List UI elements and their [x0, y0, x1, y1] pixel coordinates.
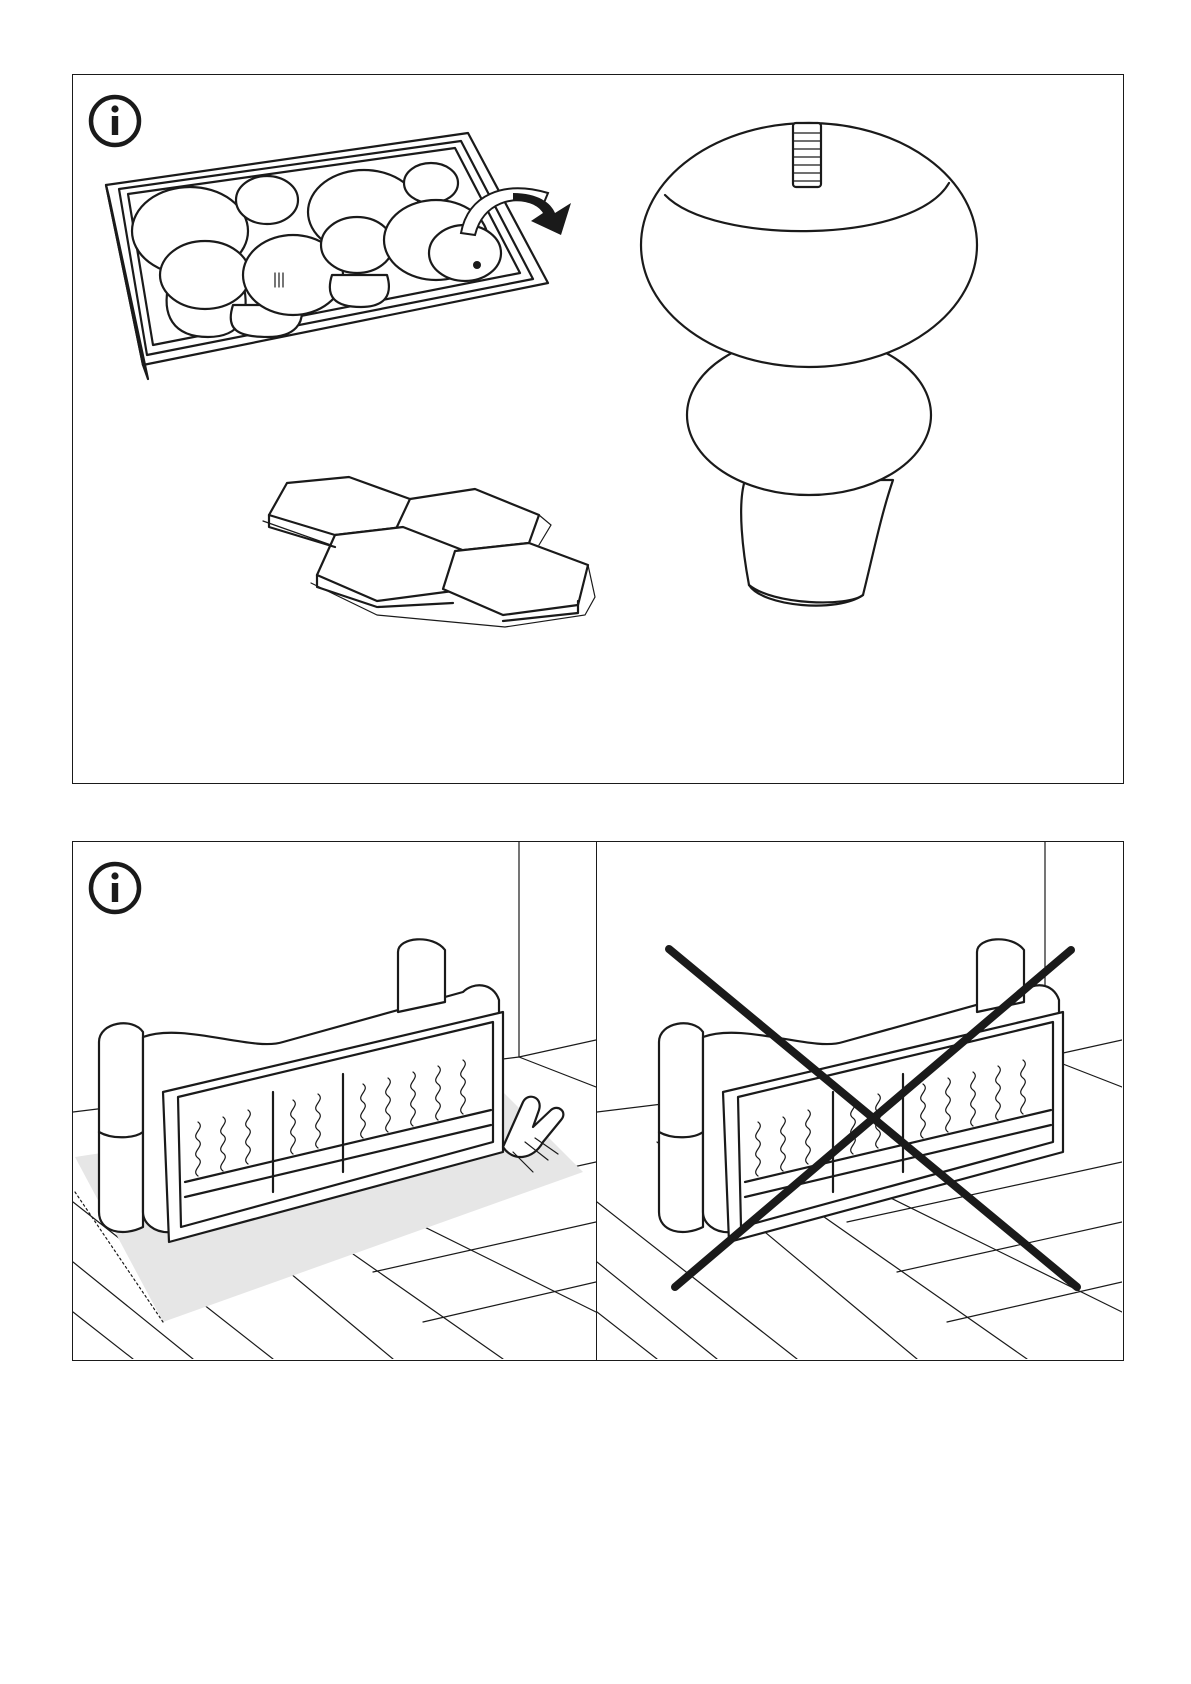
protective-felt-pads [263, 477, 595, 627]
panel-leg-packaging [72, 74, 1124, 784]
leg-packaging-illustration [73, 75, 1122, 782]
sofa-on-rug-illustration [73, 842, 596, 1359]
panel-sofa-upside-down-wrong [596, 841, 1124, 1361]
panel-sofa-upside-down-correct [72, 841, 598, 1361]
sofa-on-bare-floor-illustration [597, 842, 1122, 1359]
box-of-legs [106, 133, 548, 379]
sofa-on-bare-floor [659, 939, 1063, 1242]
single-leg [641, 123, 977, 606]
